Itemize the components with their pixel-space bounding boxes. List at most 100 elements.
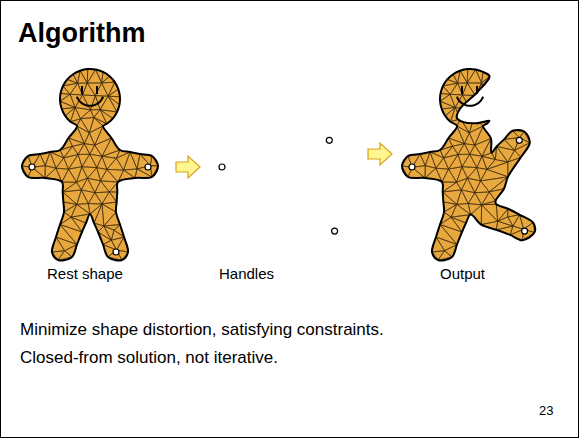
mesh-triangle <box>88 193 102 204</box>
mesh-triangle <box>461 110 474 119</box>
mesh-triangle <box>94 204 104 226</box>
mesh-triangle <box>425 166 436 178</box>
handle-dot <box>332 228 338 234</box>
figure-label: Output <box>440 265 485 282</box>
mesh-triangle <box>442 169 457 182</box>
mesh-triangle <box>440 93 450 101</box>
mesh-triangle <box>102 82 115 96</box>
handle-dot <box>409 164 415 170</box>
mesh-triangle <box>475 192 489 205</box>
mesh-triangle <box>430 152 444 168</box>
mesh-triangle <box>87 83 101 96</box>
mesh-triangle <box>477 156 487 169</box>
mesh-triangle <box>83 95 96 110</box>
mesh-triangle <box>449 138 465 146</box>
mesh-triangle <box>78 71 88 83</box>
mesh-triangle <box>467 69 475 83</box>
mesh-triangle <box>60 217 82 232</box>
mesh-triangle <box>60 93 70 101</box>
mesh-triangle <box>97 156 107 169</box>
mesh-triangle <box>101 169 118 182</box>
mesh-triangle <box>102 204 116 226</box>
mesh-triangle <box>457 96 488 122</box>
smile <box>457 97 483 106</box>
mesh-triangle <box>464 144 474 155</box>
handle-dot <box>29 164 35 170</box>
mesh-triangle <box>81 190 95 204</box>
mesh-triangle <box>69 138 85 146</box>
mesh-triangle <box>444 154 458 169</box>
step-arrow <box>368 143 392 165</box>
mesh-triangle <box>94 110 107 124</box>
mesh-triangle <box>458 83 468 95</box>
mesh-triangle <box>482 138 491 156</box>
mesh-triangle <box>64 154 78 169</box>
mesh-triangle <box>442 182 457 192</box>
mesh-triangle <box>87 69 95 83</box>
mesh-triangle <box>444 204 457 217</box>
handle-dot <box>145 164 151 170</box>
body-text: Minimize shape distortion, satisfying co… <box>20 320 384 340</box>
mesh-triangle <box>77 178 88 190</box>
mesh-triangle <box>475 83 488 96</box>
figure-outline <box>402 69 535 260</box>
mesh-triangle <box>475 181 489 193</box>
mesh-triangle <box>63 202 76 212</box>
mesh-triangle <box>462 167 477 178</box>
mesh-triangle <box>50 152 64 168</box>
mesh-triangle <box>63 182 82 192</box>
mesh-triangle <box>78 83 88 95</box>
handle-dot <box>113 249 119 255</box>
mesh-triangle <box>487 162 508 177</box>
mesh-triangle <box>84 133 94 145</box>
mesh-triangle <box>458 71 468 83</box>
mesh-triangle <box>81 118 94 133</box>
mesh-triangle <box>481 205 497 225</box>
mesh-triangle <box>461 118 474 133</box>
mesh-triangle <box>498 209 508 222</box>
mesh-triangle <box>77 190 88 204</box>
mesh-triangle <box>468 193 481 205</box>
mesh-triangle <box>95 181 109 193</box>
mesh-triangle <box>101 181 118 192</box>
mesh-triangle <box>107 158 124 170</box>
handle-dot <box>326 137 332 143</box>
mesh-triangle <box>62 169 77 182</box>
mesh-triangle <box>95 83 108 96</box>
handle-points <box>219 137 338 234</box>
mesh-triangle <box>482 201 497 205</box>
mesh-triangle <box>470 110 480 118</box>
figure-label: Handles <box>219 265 274 282</box>
mesh-triangle <box>75 107 90 118</box>
mesh-triangle <box>62 182 77 192</box>
mesh-triangle <box>90 110 100 118</box>
mesh-triangle <box>443 182 462 192</box>
mesh-triangle <box>84 144 94 155</box>
mesh-triangle <box>45 166 56 178</box>
figure-fill <box>402 69 535 260</box>
mesh-triangle <box>436 237 457 251</box>
eye <box>476 86 478 94</box>
mesh-triangle <box>102 156 116 169</box>
mesh-triangle <box>464 133 474 145</box>
mesh-triangle <box>78 144 90 155</box>
mesh-triangle <box>124 152 137 170</box>
handle-dot <box>219 164 225 170</box>
mesh-triangle <box>70 107 80 121</box>
eye <box>461 86 463 94</box>
slide-title: Algorithm <box>18 18 146 49</box>
step-arrow <box>176 156 200 178</box>
mesh-triangle <box>440 217 462 232</box>
mesh-triangle <box>475 138 491 156</box>
mesh-triangle <box>90 204 102 223</box>
page-number: 23 <box>539 404 553 419</box>
mesh-triangle <box>496 221 513 230</box>
eye <box>81 86 83 94</box>
mesh-triangle <box>95 192 109 204</box>
mesh-triangle <box>64 204 77 217</box>
figure-outline <box>22 69 158 260</box>
mesh-triangle <box>497 146 515 162</box>
eye <box>96 86 98 94</box>
